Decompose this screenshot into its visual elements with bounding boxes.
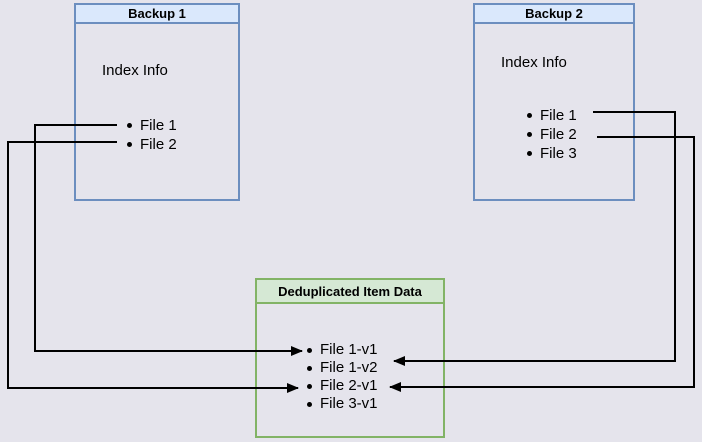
list-item: File 1-v2	[306, 359, 378, 377]
backup2-file-list: File 1 File 2 File 3	[526, 106, 577, 163]
backup1-title: Backup 1	[128, 6, 186, 21]
list-item: File 3-v1	[306, 395, 378, 413]
list-item: File 2-v1	[306, 377, 378, 395]
backup1-index-info-label: Index Info	[102, 62, 168, 79]
list-item: File 3	[526, 144, 577, 163]
backup2-header: Backup 2	[475, 5, 633, 24]
backup1-header: Backup 1	[76, 5, 238, 24]
backup1-box: Backup 1	[74, 3, 240, 201]
backup1-file-list: File 1 File 2	[126, 116, 177, 154]
list-item: File 2	[126, 135, 177, 154]
list-item: File 1-v1	[306, 341, 378, 359]
list-item: File 2	[526, 125, 577, 144]
dedup-title: Deduplicated Item Data	[278, 283, 422, 299]
backup2-index-info-label: Index Info	[501, 54, 567, 71]
list-item: File 1	[526, 106, 577, 125]
backup2-box: Backup 2	[473, 3, 635, 201]
dedup-header: Deduplicated Item Data	[257, 280, 443, 304]
list-item: File 1	[126, 116, 177, 135]
backup2-title: Backup 2	[525, 6, 583, 21]
dedup-item-list: File 1-v1 File 1-v2 File 2-v1 File 3-v1	[306, 341, 378, 413]
